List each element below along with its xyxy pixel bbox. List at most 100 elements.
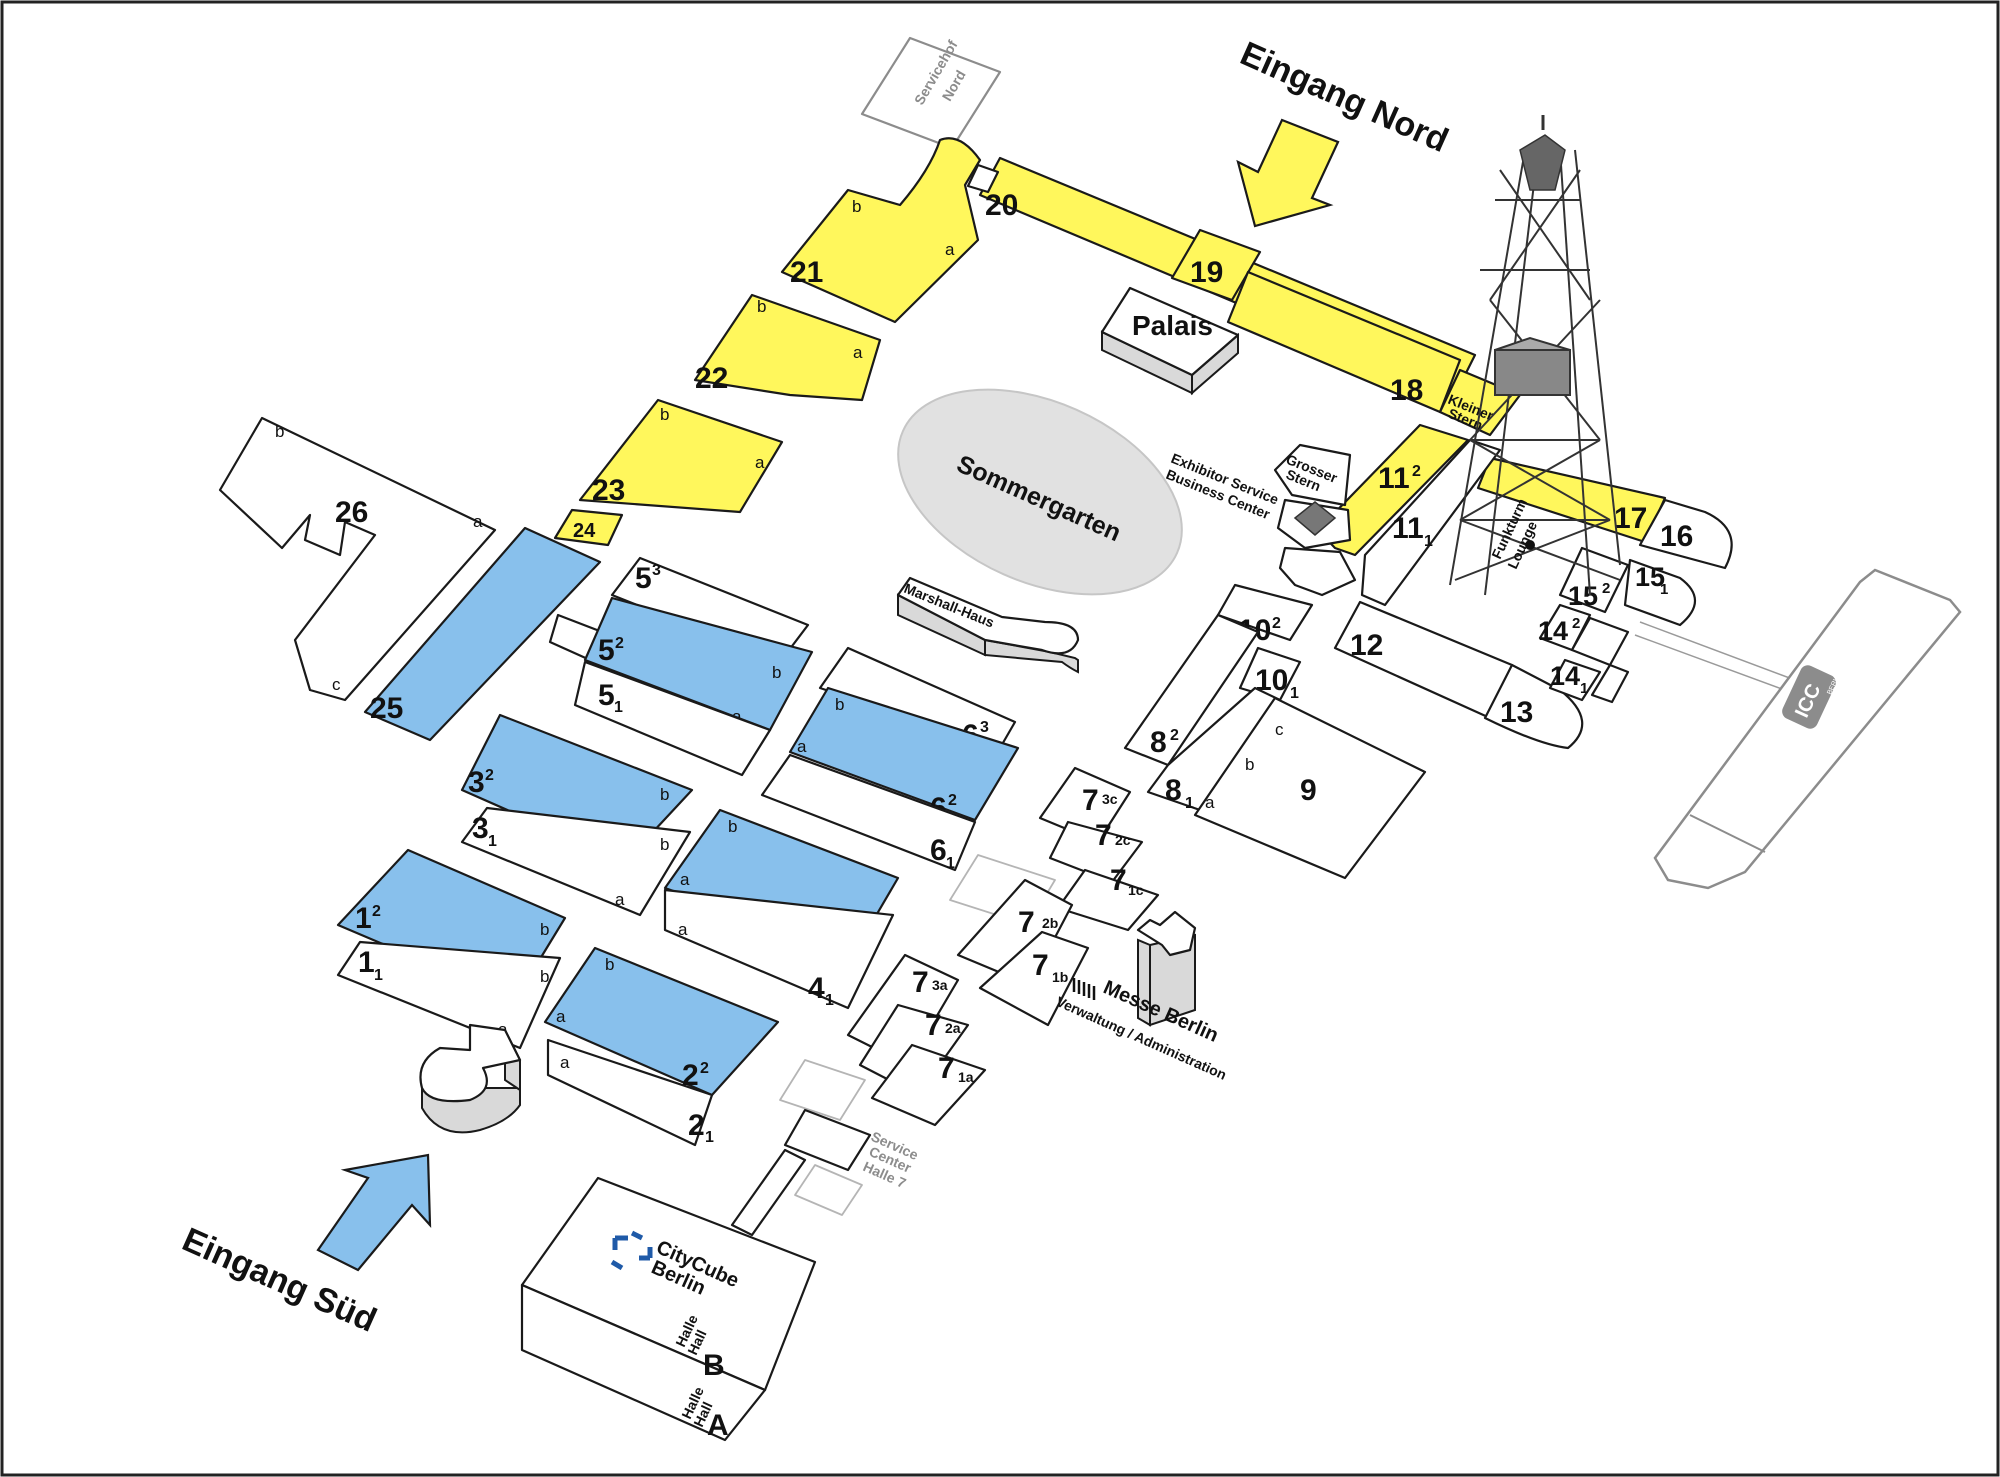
messe-logo [1072,978,1096,1000]
hall-22-a: a [853,343,863,362]
icc-berlin[interactable]: ICC BERLIN [1634,568,1962,890]
hall-20-label: 20 [985,189,1018,222]
hall-16[interactable]: 16 [1638,498,1733,570]
hall-3-1-a: a [615,890,625,909]
hall-7-2c-sub: 2c [1115,832,1131,848]
hall-7-1c[interactable]: 7 1c [1056,864,1160,932]
hall-22-label: 22 [695,362,728,395]
arrow-nord-icon [1236,118,1340,228]
hall-6-2[interactable]: 6 2 b a [788,686,1020,825]
hall-8-1-sub: 1 [1185,795,1194,812]
hall-14-2-num: 14 [1538,616,1568,646]
hall-6-1-num: 6 [930,834,947,867]
hall-3-1[interactable]: 3 1 b a [460,806,692,917]
hall-5-1-num: 5 [598,679,615,712]
hall-3-1-b: b [660,835,669,854]
hall-5-2-a: a [732,707,742,726]
hall-3-1-sub: 1 [488,833,497,850]
hall-6-2-a: a [797,737,807,756]
hall-1-1-num: 1 [358,946,375,979]
hall-7-2c-num: 7 [1095,819,1112,852]
hall-21-label: 21 [790,256,823,289]
hall-7-3c-num: 7 [1082,784,1099,817]
hall-3-2-num: 3 [468,766,485,799]
hall-2-2-sup: 2 [700,1060,709,1077]
hall-8-2-num: 8 [1150,726,1167,759]
hall-2-1[interactable]: 2 1 a [546,1038,714,1147]
hall-6-2-sup: 2 [948,792,957,809]
grosser-stern[interactable]: Grosser Stern [1273,443,1352,507]
hall-2-1-a: a [560,1053,570,1072]
hall-5-1-sub: 1 [614,699,623,716]
hall-10-1-sub: 1 [1290,685,1299,702]
hall-7-2b-sub: 2b [1042,915,1058,931]
hall-12[interactable]: 12 [1333,600,1514,720]
hall-17[interactable]: 17 [1476,456,1667,544]
hall-5-1[interactable]: 5 1 [573,660,772,777]
hall-13[interactable]: 13 [1483,663,1584,750]
hall-2-1-sub: 1 [705,1129,714,1146]
hall-12-label: 12 [1350,629,1383,662]
hall-4-1[interactable]: 4 1 a [663,888,895,1010]
hall-5-2-b: b [772,663,781,682]
hall-14-2[interactable]: 14 2 [1538,603,1630,667]
hall-7-2c[interactable]: 7 2c [1048,819,1144,884]
hall-7-1a[interactable]: 7 1a [870,1043,987,1127]
hall-14-2-sup: 2 [1572,615,1580,632]
hall-9[interactable]: 9 c b a [1193,696,1427,880]
hall-26-label: 26 [335,496,368,529]
hall-7-1c-num: 7 [1110,864,1127,897]
hall-25[interactable]: 25 [363,526,602,742]
hall-7-1b-num: 7 [1032,949,1049,982]
citycube-logo [610,1230,653,1271]
hall-7-3c-sub: 3c [1102,791,1118,807]
hall-22[interactable]: 22 b a [693,293,882,402]
hall-24[interactable]: 24 [553,508,624,547]
sommergarten: Sommergarten [897,388,1183,596]
hall-6-1-sub: 1 [946,855,955,872]
hall-8-1[interactable]: 8 1 [1146,686,1282,812]
hall-15-1[interactable]: 15 1 [1623,558,1696,627]
tower-icon [1449,149,1621,596]
hall-26-c: c [332,675,341,694]
hall-23-a: a [755,453,765,472]
hall-21[interactable]: 21 b a [780,137,982,324]
hall-1-2-num: 1 [355,902,372,935]
hall-26[interactable]: 26 b a c [218,416,497,702]
hall-6-3-sup: 3 [980,719,989,736]
hall-11-2-sup: 2 [1412,463,1421,480]
hall-18-label: 18 [1390,374,1423,407]
palais[interactable]: Palais [1100,286,1240,396]
hall-22-b: b [757,297,766,316]
hall-14-1-num: 14 [1550,661,1580,691]
hall-1-2-sup: 2 [372,903,381,920]
hall-7-3c[interactable]: 7 3c [1038,766,1132,844]
palais-label: Palais [1132,310,1213,341]
halle-a-letter: A [707,1409,729,1442]
exhibitor-icon [1293,501,1337,536]
hall-23-b: b [660,405,669,424]
hall-7-1a-num: 7 [938,1052,955,1085]
hall-26-b: b [275,422,284,441]
hall-4-1-num: 4 [808,972,825,1005]
hall-5-2[interactable]: 5 2 b a [548,596,814,732]
hall-11-1[interactable]: 11 1 [1360,438,1502,607]
hall-14-1-sub: 1 [1580,680,1588,697]
hall-6-1[interactable]: 6 1 [760,753,977,872]
citycube-berlin[interactable]: CityCube Berlin Halle Hall B Halle Hall … [520,1176,817,1442]
hall-9-a: a [1205,793,1215,812]
hall-23[interactable]: 23 b a [578,398,784,514]
servicehof-nord: Servicehof Nord [860,36,1002,150]
hall-11-1-num: 11 [1392,512,1424,545]
hall-2-2-a: a [556,1007,566,1026]
hall-26-a: a [473,512,483,531]
hall-14-1[interactable]: 14 1 [1548,658,1630,704]
hall-19[interactable]: 19 [1170,228,1262,302]
hall-7-2a-num: 7 [925,1009,942,1042]
hall-25-label: 25 [370,692,403,725]
hall-5-2-sup: 2 [615,635,624,652]
icc-logo: ICC BERLIN [1782,665,1843,729]
hall-15-1-num: 15 [1635,562,1665,592]
hall-7-1b[interactable]: 7 1b [978,930,1090,1027]
